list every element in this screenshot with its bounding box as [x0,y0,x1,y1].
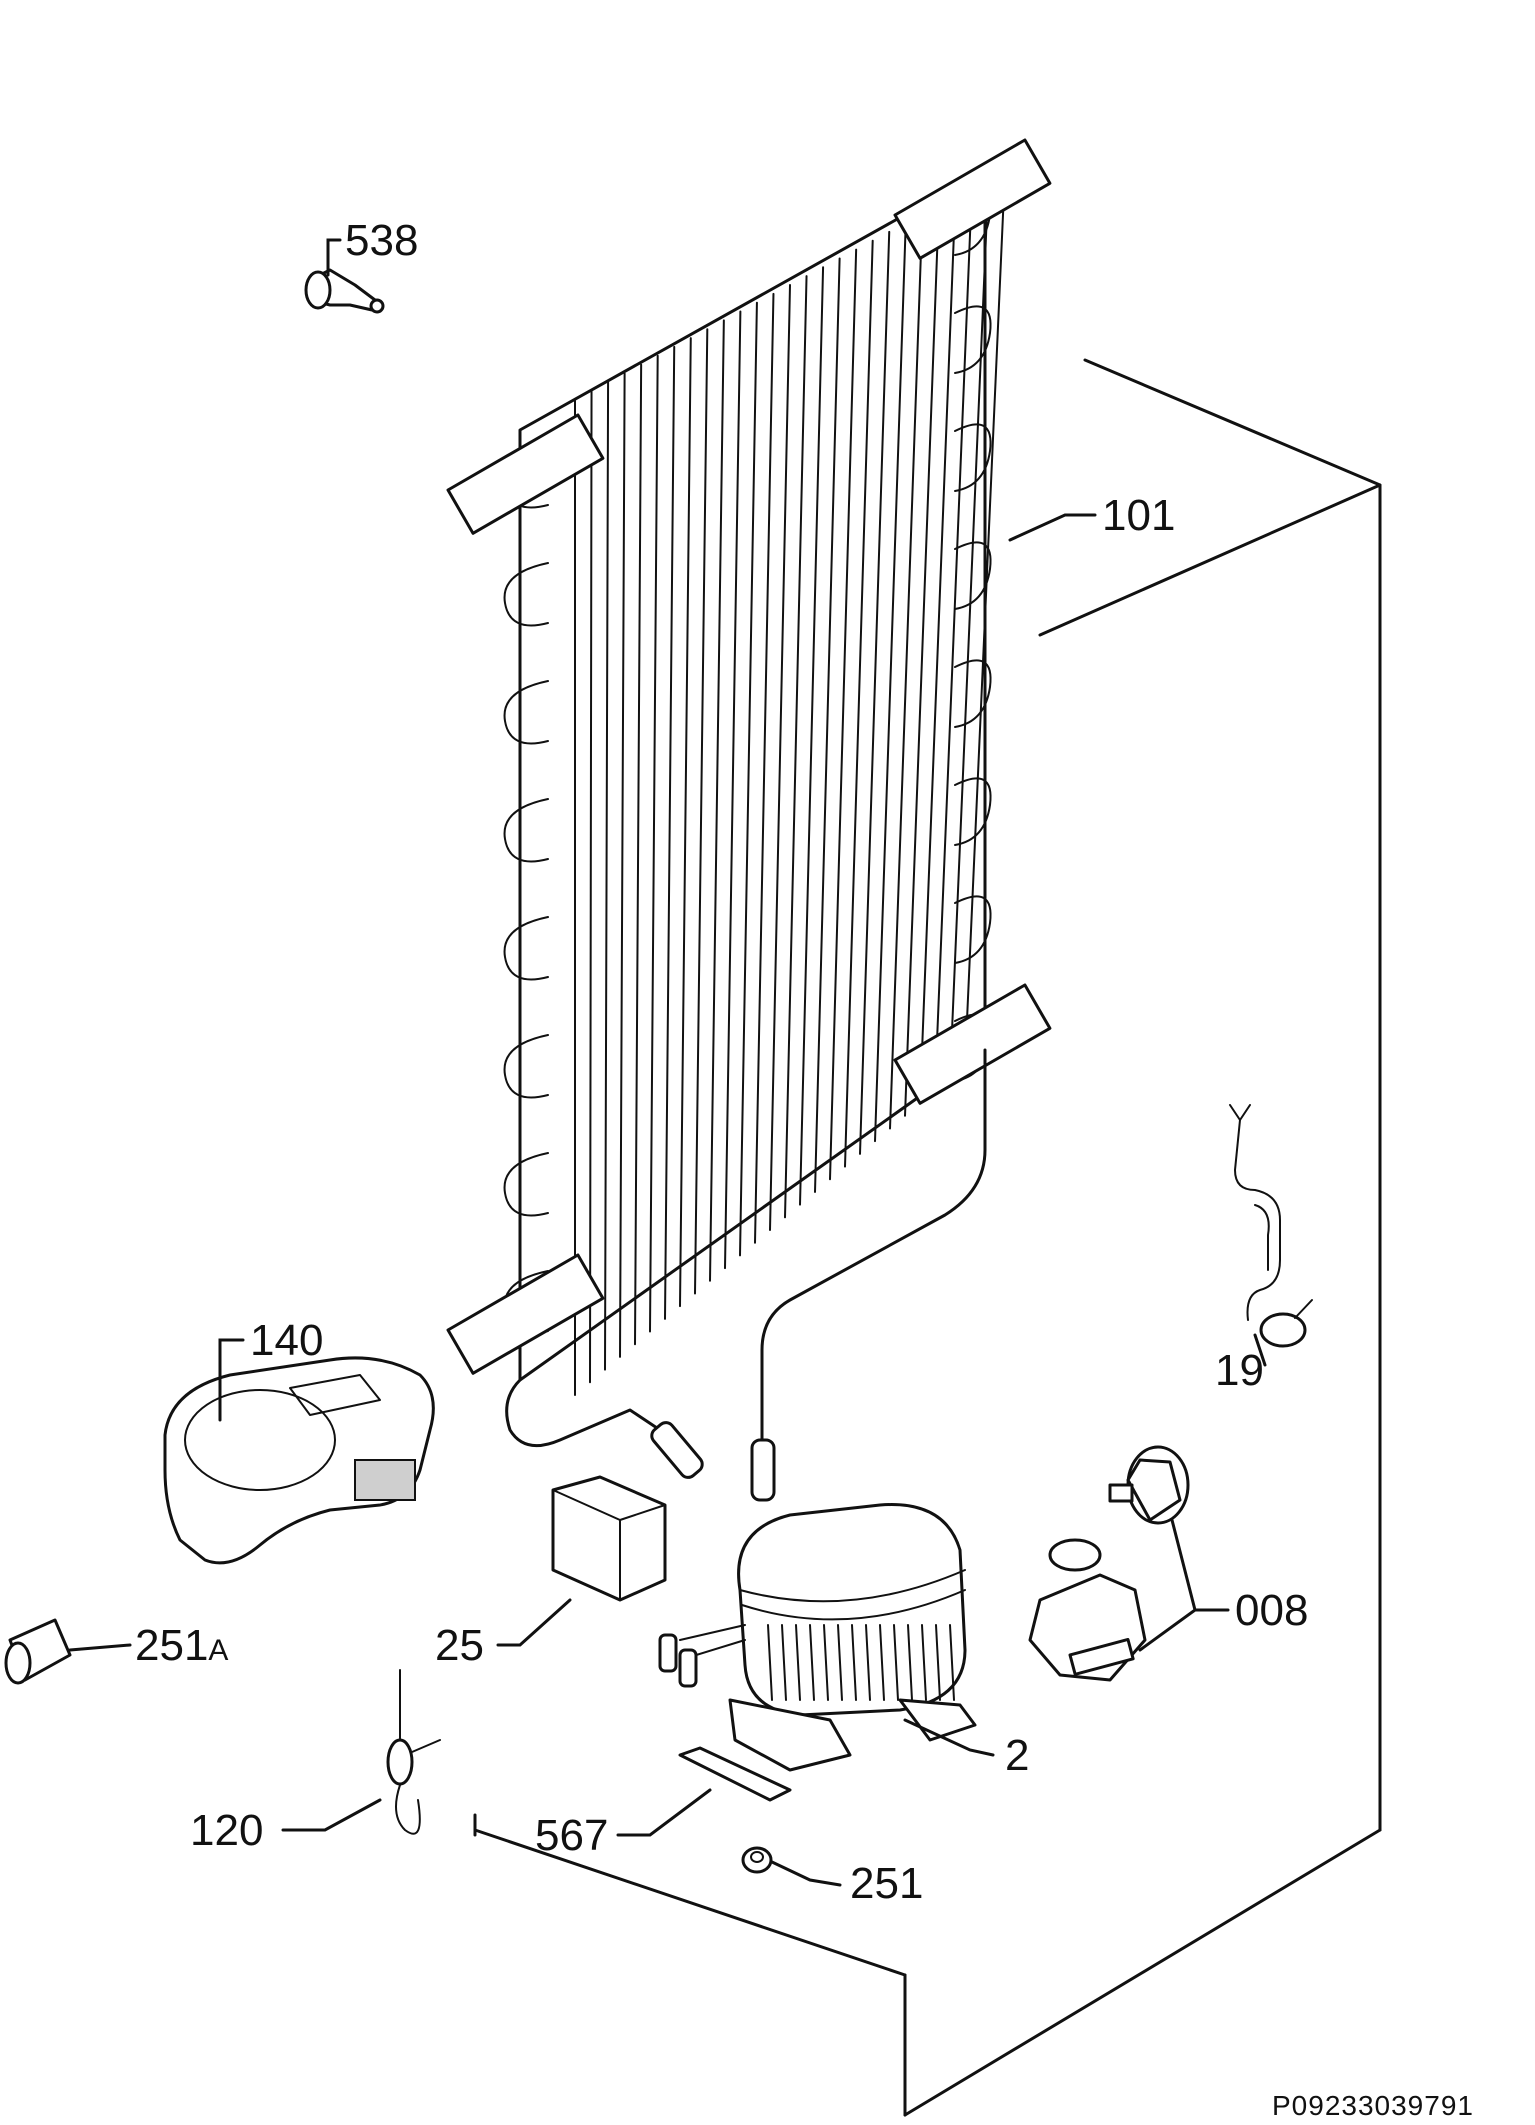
label-567: 567 [535,1811,608,1860]
label-101: 101 [1102,491,1175,540]
part-19-power-cord [1229,1104,1313,1348]
label-120: 120 [190,1806,263,1855]
label-2: 2 [1005,1731,1029,1780]
part-2-compressor [658,1503,977,1772]
part-120-sensor [386,1669,441,1835]
label-25: 25 [435,1621,484,1670]
part-538-clip [304,268,385,314]
label-251: 251 [850,1859,923,1908]
label-008: 008 [1235,1586,1308,1635]
label-538: 538 [345,216,418,265]
label-251a: 251A [135,1621,228,1670]
part-25-relay [551,1475,667,1602]
label-251a-number: 251 [135,1621,208,1670]
part-251-nut [741,1846,773,1874]
document-number: P09233039791 [1272,2090,1474,2121]
part-008-starter [1028,1445,1190,1682]
cabinet-outline [473,358,1382,2117]
label-19: 19 [1215,1346,1264,1395]
part-251a-grommet [4,1618,72,1685]
part-140-drip-tray [163,1356,435,1565]
condenser [446,138,1052,1502]
label-140: 140 [250,1316,323,1365]
leader-lines [68,238,1267,1887]
part-567-plate [678,1746,792,1802]
label-251a-suffix: A [208,1634,228,1667]
